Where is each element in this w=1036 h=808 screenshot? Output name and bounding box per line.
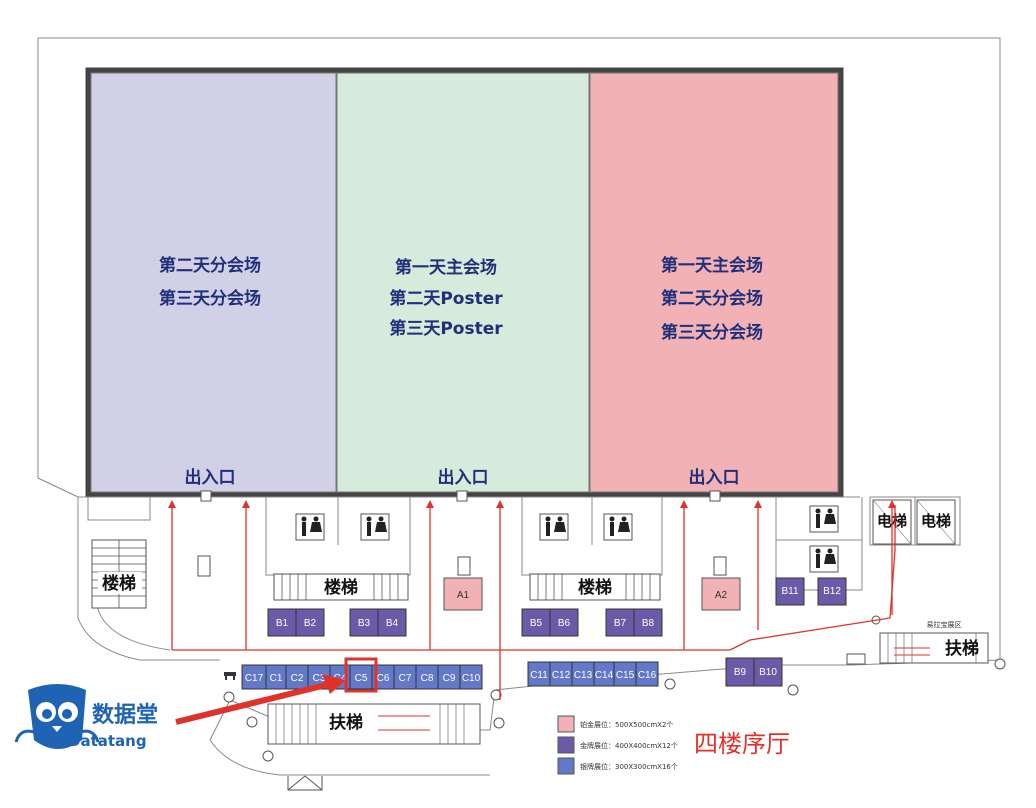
booth-c4-label: C4 xyxy=(334,673,347,684)
legend-swatch-platinum xyxy=(557,715,575,733)
stairs-center-right-label: 楼梯 xyxy=(578,577,612,598)
hall-middle[interactable] xyxy=(336,72,590,493)
logo-text-cn: 数据堂 xyxy=(92,702,158,728)
hall-left-exit-label: 出入口 xyxy=(185,467,236,488)
elevator-2-label: 电梯 xyxy=(921,512,951,530)
gold-booth-labels: B1 B2 B3 B4 B5 B6 B7 B8 B9 B10 B11 B12 xyxy=(276,586,841,678)
hall-left-line-2: 第三天分会场 xyxy=(159,288,261,309)
legend-swatch-silver xyxy=(557,757,575,775)
escalator-right[interactable]: 扶梯 易拉宝展区 xyxy=(879,620,989,664)
stairs-center-left-label: 楼梯 xyxy=(324,577,358,598)
logo-text-en: Datatang xyxy=(68,732,147,750)
highlight-box-c5 xyxy=(344,657,378,693)
floor-title: 四楼序厅 xyxy=(694,730,790,758)
hall-doors xyxy=(200,490,721,502)
escalator-bottom[interactable]: 扶梯 xyxy=(267,703,481,745)
booth-c9-label: C9 xyxy=(443,673,456,684)
hall-right-exit-label: 出入口 xyxy=(689,467,740,488)
silver-booth-labels: C17 C1 C2 C3 C4 C5 C6 C7 C8 C9 C10 C11 C… xyxy=(245,670,657,684)
booth-b8-label: B8 xyxy=(642,618,655,629)
booth-c17-label: C17 xyxy=(245,673,264,684)
escalator-bottom-label: 扶梯 xyxy=(329,712,363,733)
booth-c5-label: C5 xyxy=(355,673,368,684)
stairs-left: 楼梯 xyxy=(91,539,147,609)
booth-a1[interactable]: A1 xyxy=(443,577,483,611)
booth-a2[interactable]: A2 xyxy=(701,577,741,611)
booth-c3-label: C3 xyxy=(313,673,326,684)
stairs-center-right: 楼梯 xyxy=(529,573,661,601)
booth-c10-label: C10 xyxy=(462,673,481,684)
bottom-door xyxy=(287,775,323,791)
legend-label-gold: 金牌展位：400X400cmX12个 xyxy=(580,741,678,750)
datatang-logo: 数据堂 Datatang xyxy=(14,684,158,750)
gold-booths[interactable] xyxy=(267,577,847,687)
booth-b5-label: B5 xyxy=(530,618,543,629)
booth-b1-label: B1 xyxy=(276,618,289,629)
elevator-2[interactable]: 电梯 xyxy=(916,499,956,545)
legend-label-platinum: 铂金展位：500X500cmX2个 xyxy=(580,720,673,729)
hall-right-line-3: 第三天分会场 xyxy=(661,322,763,343)
booth-c16-label: C16 xyxy=(638,670,657,681)
booth-b4-label: B4 xyxy=(386,618,399,629)
booth-c12-label: C12 xyxy=(552,670,571,681)
booth-c15-label: C15 xyxy=(616,670,635,681)
booth-a1-label: A1 xyxy=(457,590,470,601)
hall-left-line-1: 第二天分会场 xyxy=(159,255,261,276)
stairs-left-label: 楼梯 xyxy=(102,573,136,594)
booth-c6-label: C6 xyxy=(377,673,390,684)
booth-b10-label: B10 xyxy=(759,667,777,678)
booth-c8-label: C8 xyxy=(421,673,434,684)
booth-c14-label: C14 xyxy=(595,670,614,681)
escalator-right-label: 扶梯 xyxy=(945,638,979,659)
hall-left[interactable] xyxy=(90,72,337,493)
hall-middle-line-3: 第三天Poster xyxy=(389,318,503,339)
hall-middle-line-1: 第一天主会场 xyxy=(395,257,497,278)
stairs-center-left: 楼梯 xyxy=(273,573,409,601)
legend-label-silver: 银牌展位：300X300cmX16个 xyxy=(580,762,678,771)
hall-right[interactable] xyxy=(589,72,839,493)
booth-a2-label: A2 xyxy=(715,590,728,601)
booth-b11-label: B11 xyxy=(781,586,798,597)
silver-booths-right[interactable] xyxy=(527,661,659,687)
booth-b6-label: B6 xyxy=(558,618,571,629)
booth-c13-label: C13 xyxy=(574,670,593,681)
hall-middle-exit-label: 出入口 xyxy=(438,467,489,488)
pointer-arrow xyxy=(175,674,346,725)
route-arrows xyxy=(171,505,896,700)
booth-c7-label: C7 xyxy=(399,673,412,684)
legend: 铂金展位：500X500cmX2个 金牌展位：400X400cmX12个 银牌展… xyxy=(557,715,678,775)
booth-b7-label: B7 xyxy=(614,618,627,629)
booth-c2-label: C2 xyxy=(291,673,304,684)
legend-swatch-gold xyxy=(557,736,575,754)
booth-b3-label: B3 xyxy=(358,618,371,629)
owl-icon xyxy=(14,684,100,749)
route-arrowheads xyxy=(168,500,896,508)
booth-c1-label: C1 xyxy=(270,673,283,684)
booth-b12-label: B12 xyxy=(823,586,841,597)
hall-middle-line-2: 第二天Poster xyxy=(389,288,503,309)
booth-b9-label: B9 xyxy=(734,667,747,678)
sponsor-area-label: 易拉宝展区 xyxy=(927,620,962,629)
hall-right-line-2: 第二天分会场 xyxy=(661,288,763,309)
booth-b2-label: B2 xyxy=(304,618,317,629)
restroom-icons xyxy=(295,505,839,573)
pillars xyxy=(197,555,1006,762)
booth-c11-label: C11 xyxy=(530,670,548,681)
info-kiosk-icon xyxy=(224,672,236,680)
hall-right-line-1: 第一天主会场 xyxy=(661,255,763,276)
